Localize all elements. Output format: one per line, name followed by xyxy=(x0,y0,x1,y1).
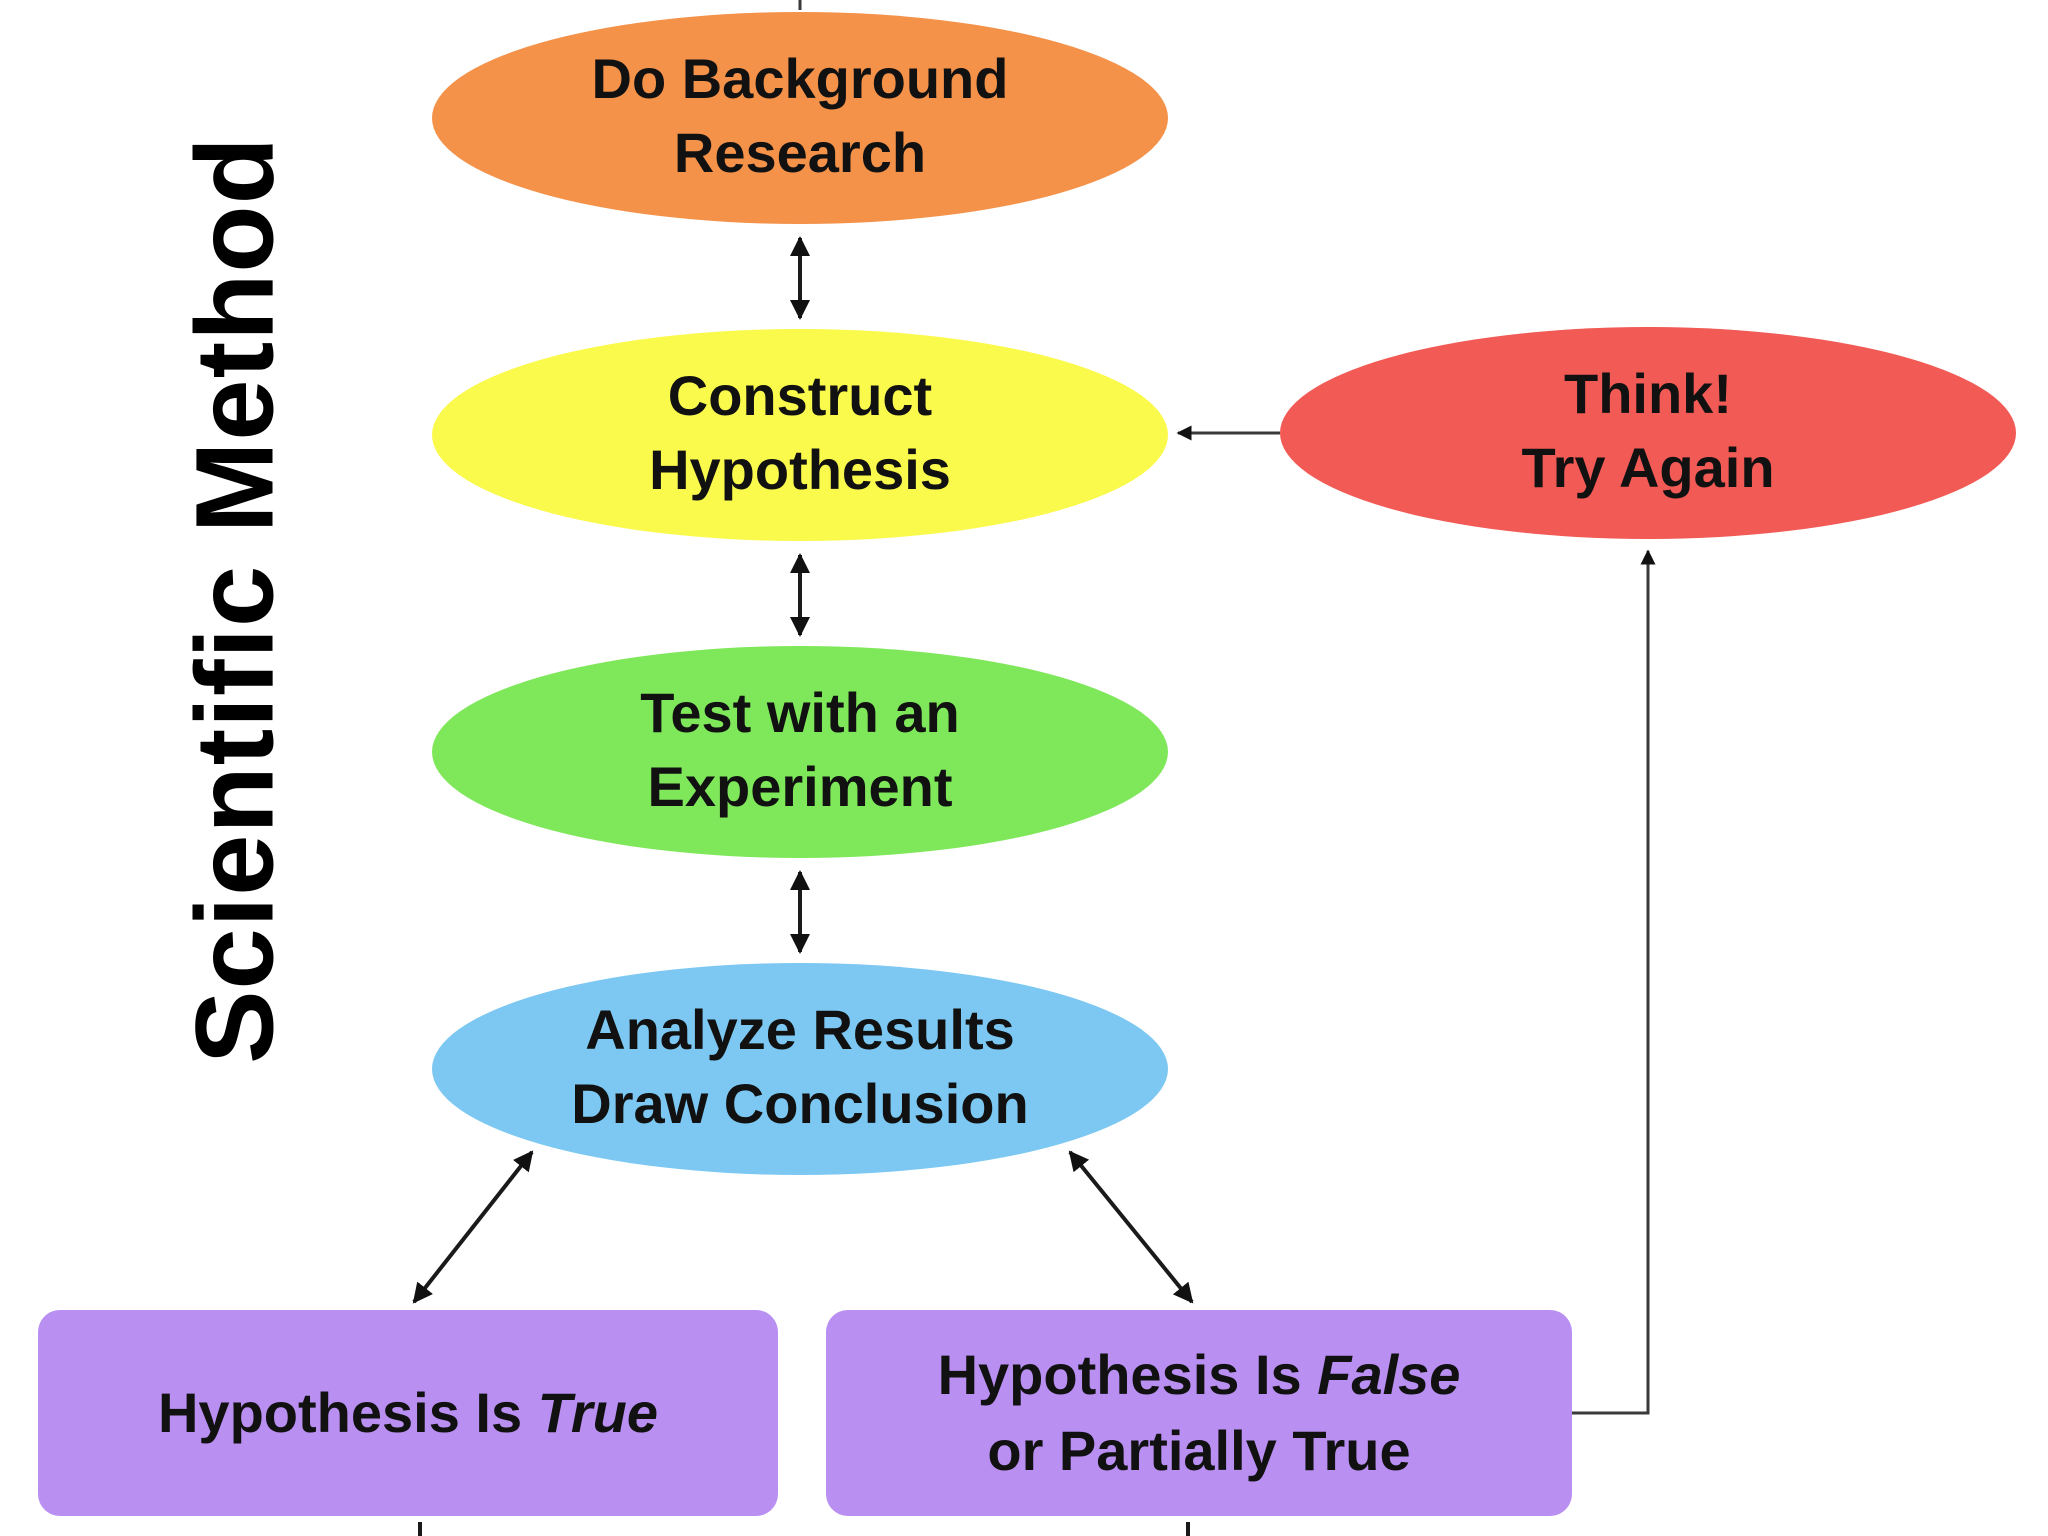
node-construct-hypothesis-line2: Hypothesis xyxy=(649,438,951,501)
node-analyze-results-shape xyxy=(432,963,1168,1175)
node-analyze-results-line2: Draw Conclusion xyxy=(571,1072,1028,1135)
node-analyze-results-line1: Analyze Results xyxy=(585,998,1015,1061)
node-construct-hypothesis-shape xyxy=(432,329,1168,541)
node-hypothesis-false: Hypothesis Is False or Partially True xyxy=(826,1310,1572,1516)
node-test-experiment-line1: Test with an xyxy=(640,681,959,744)
node-background-research: Do Background Research xyxy=(432,12,1168,224)
arrow-analyze-false xyxy=(1068,1150,1194,1304)
arrow-analyze-true xyxy=(412,1150,534,1304)
node-hypothesis-false-prefix: Hypothesis Is xyxy=(938,1343,1318,1406)
node-hypothesis-false-shape xyxy=(826,1310,1572,1516)
node-think-try-again: Think! Try Again xyxy=(1280,327,2016,539)
node-analyze-results: Analyze Results Draw Conclusion xyxy=(432,963,1168,1175)
node-test-experiment: Test with an Experiment xyxy=(432,646,1168,858)
arrow-false-think xyxy=(1572,549,1656,1415)
node-hypothesis-true-label: Hypothesis Is True xyxy=(158,1381,658,1444)
node-test-experiment-shape xyxy=(432,646,1168,858)
node-hypothesis-false-line1: Hypothesis Is False xyxy=(938,1343,1461,1406)
node-hypothesis-true-prefix: Hypothesis Is xyxy=(158,1381,538,1444)
node-hypothesis-true-shape xyxy=(38,1310,778,1516)
node-background-research-shape xyxy=(432,12,1168,224)
node-background-research-line2: Research xyxy=(674,121,926,184)
node-hypothesis-false-line2: or Partially True xyxy=(987,1419,1410,1482)
node-background-research-line1: Do Background xyxy=(592,47,1009,110)
node-hypothesis-true-emphasis: True xyxy=(538,1381,658,1444)
node-think-try-again-line1: Think! xyxy=(1564,362,1732,425)
node-construct-hypothesis: Construct Hypothesis xyxy=(432,329,1168,541)
node-think-try-again-line2: Try Again xyxy=(1521,436,1774,499)
node-hypothesis-false-emphasis: False xyxy=(1317,1343,1460,1406)
node-think-try-again-shape xyxy=(1280,327,2016,539)
node-hypothesis-true: Hypothesis Is True xyxy=(38,1310,778,1516)
node-test-experiment-line2: Experiment xyxy=(648,755,953,818)
node-construct-hypothesis-line1: Construct xyxy=(668,364,932,427)
